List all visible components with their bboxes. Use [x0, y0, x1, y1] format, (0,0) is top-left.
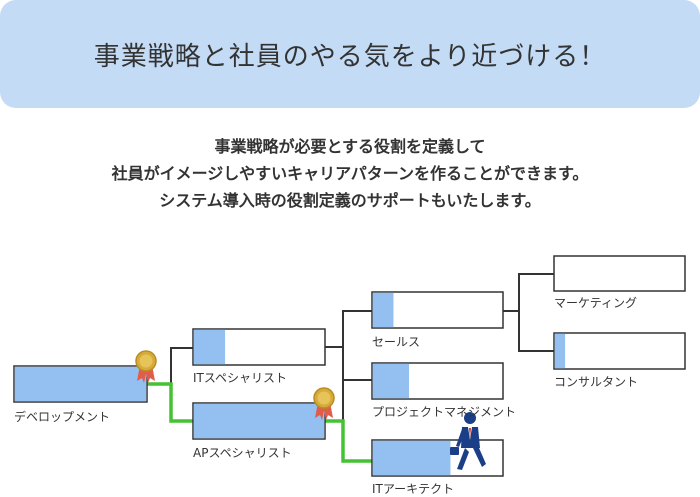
node-ap-specialist — [192, 402, 326, 440]
node-project-management — [371, 362, 504, 400]
label-consultant: コンサルタント — [554, 375, 639, 389]
intro-line-1: 事業戦略が必要とする役割を定義して — [214, 137, 486, 156]
connector-sales-trunk — [503, 273, 554, 312]
page-title: 事業戦略と社員のやる気をより近づける！ — [93, 41, 607, 72]
path-dev-to-ap — [147, 382, 193, 423]
path-ap-to-arch — [325, 419, 372, 463]
node-marketing — [553, 255, 686, 292]
connector-consultant — [518, 311, 554, 352]
label-it-specialist: ITスペシャリスト — [193, 371, 288, 385]
label-ap-specialist: APスペシャリスト — [193, 446, 292, 460]
medal-icon — [135, 350, 157, 383]
node-development — [13, 365, 148, 403]
intro-text: 事業戦略が必要とする役割を定義して 社員がイメージしやすいキャリアパターンを作る… — [0, 133, 700, 214]
intro-line-2: 社員がイメージしやすいキャリアパターンを作ることができます。 — [111, 164, 589, 183]
business-person-icon — [450, 412, 486, 470]
label-it-architect: ITアーキテクト — [372, 482, 455, 496]
node-sales — [371, 291, 504, 329]
connector-it-to-sales — [325, 310, 372, 348]
intro-line-3: システム導入時の役割定義のサポートもいたします。 — [159, 191, 541, 210]
label-development: デベロップメント — [14, 410, 111, 424]
label-sales: セールス — [372, 335, 421, 349]
highlighted-career-path — [147, 382, 372, 463]
node-it-specialist — [192, 328, 326, 366]
node-consultant — [553, 332, 686, 370]
header-banner: 事業戦略と社員のやる気をより近づける！ — [0, 0, 700, 108]
medal-icon — [313, 387, 335, 420]
label-project-management: プロジェクトマネジメント — [372, 405, 517, 419]
label-marketing: マーケティング — [554, 296, 638, 310]
